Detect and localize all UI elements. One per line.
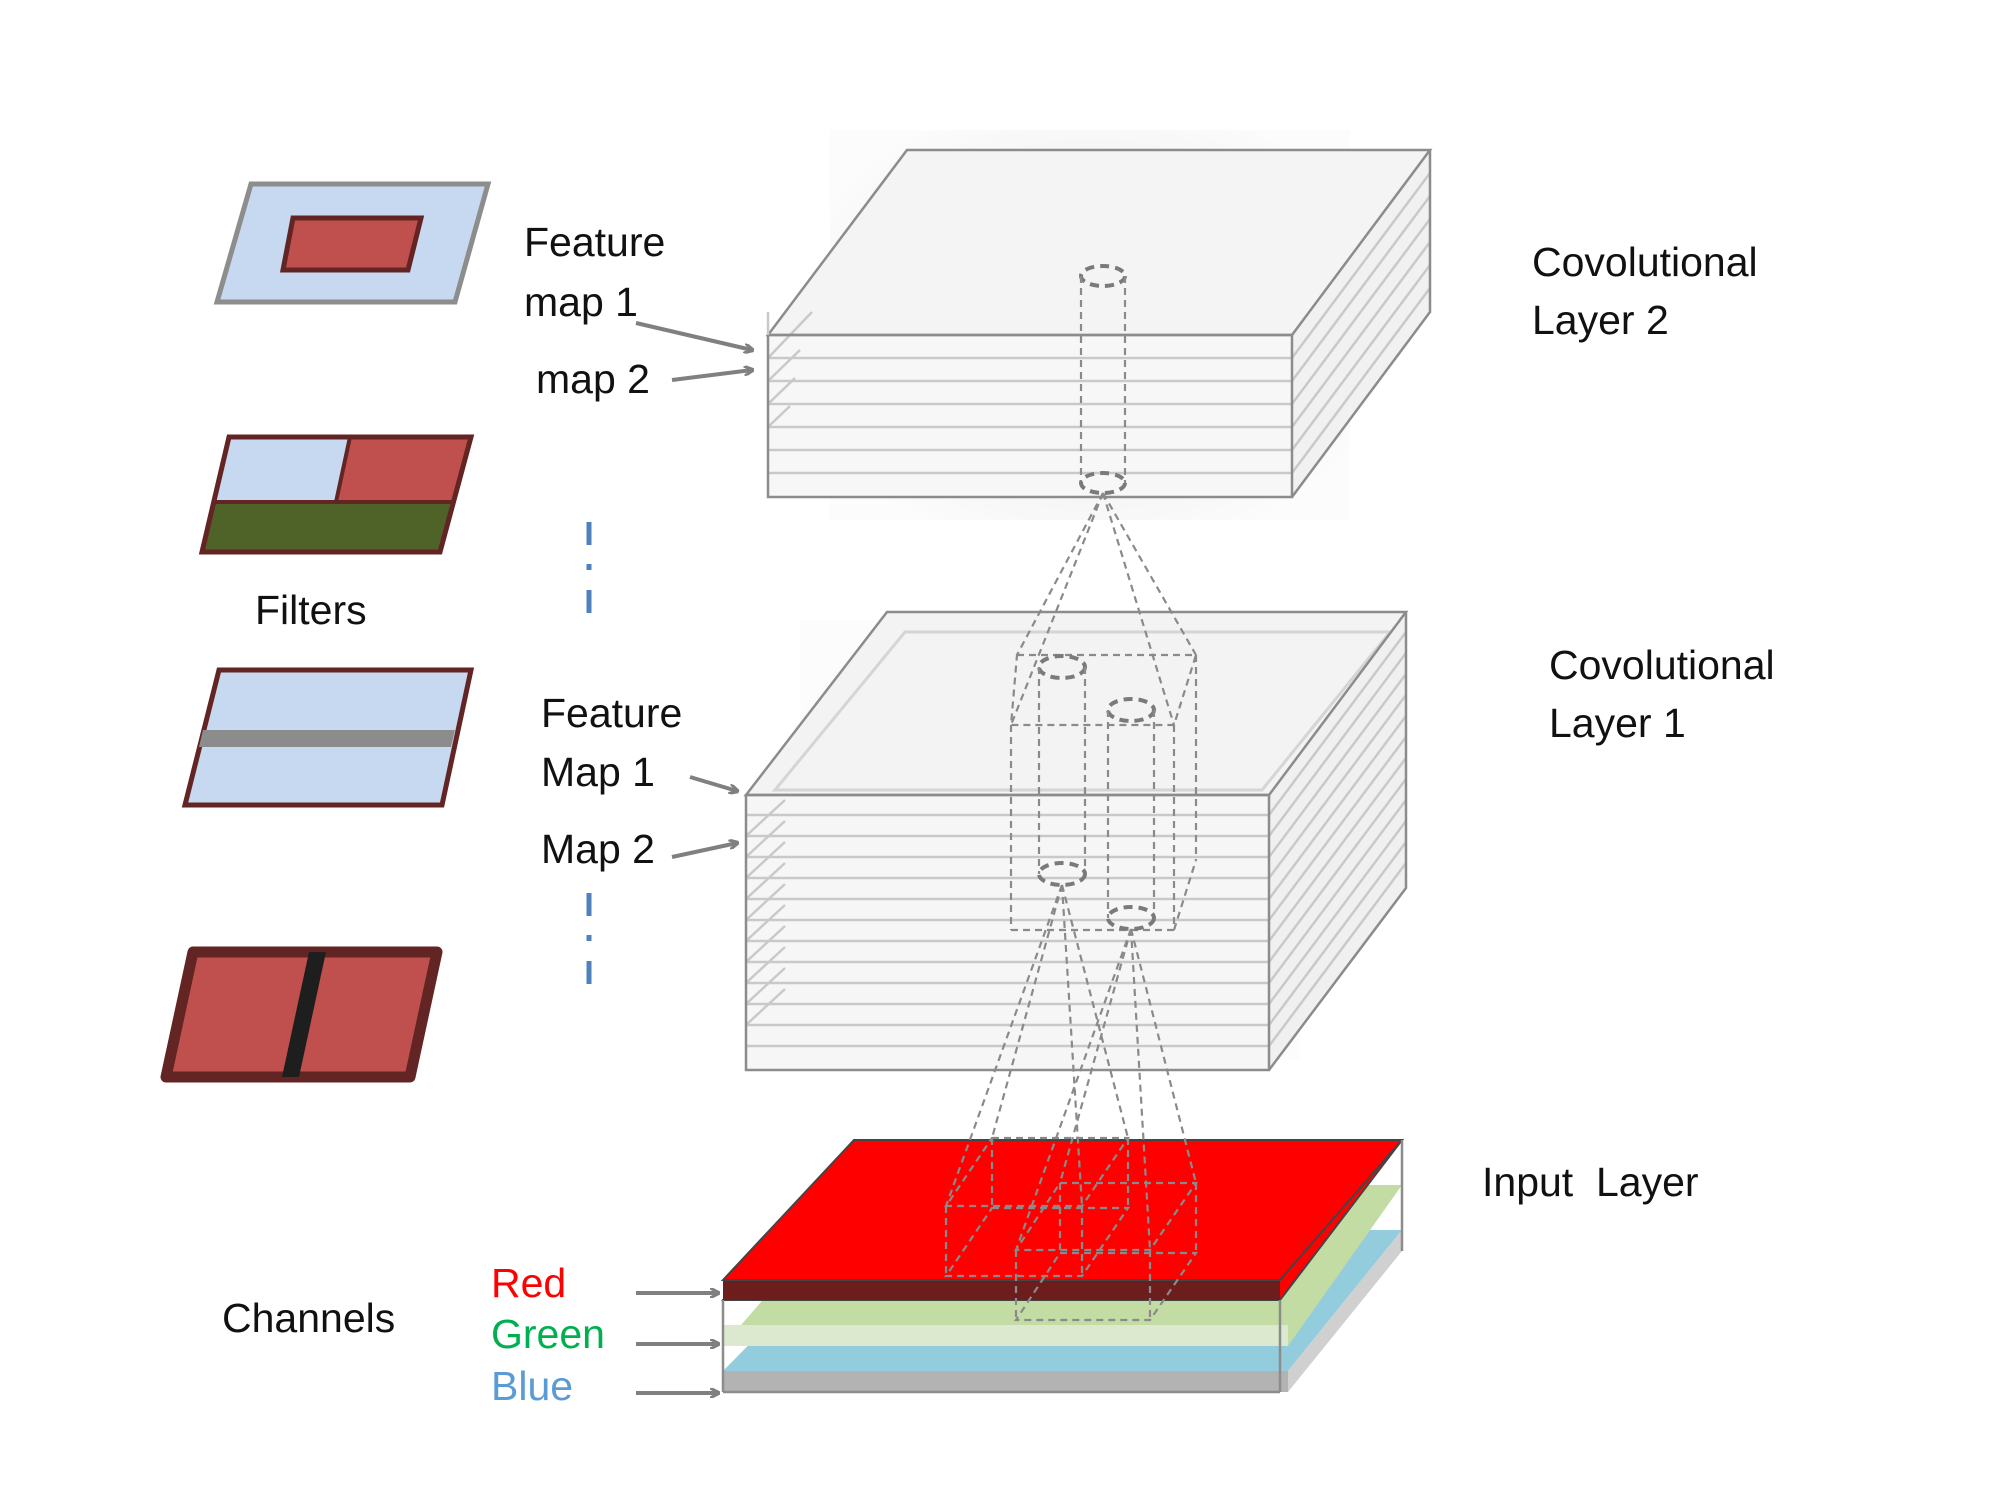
conv-layer-2-line1: Covolutional bbox=[1532, 239, 1758, 285]
filter-2 bbox=[198, 434, 475, 555]
feature-top-line1: Feature bbox=[524, 219, 665, 265]
conv-layer-2-line2: Layer 2 bbox=[1532, 297, 1669, 343]
conv-layer-1-line2: Layer 1 bbox=[1549, 700, 1686, 746]
feature-mid-line1: Feature bbox=[541, 690, 682, 736]
channels-label: Channels bbox=[222, 1295, 395, 1341]
conv-layer-1-box bbox=[743, 610, 1409, 1072]
feature-top-map2: map 2 bbox=[536, 356, 650, 402]
feature-arrows-top bbox=[635, 321, 752, 382]
input-layer-stack bbox=[720, 1139, 1405, 1394]
feature-maps-mid-label: Feature Map 1 Map 2 bbox=[541, 690, 682, 872]
conv-layer-1-line1: Covolutional bbox=[1549, 642, 1775, 688]
feature-mid-map1: Map 1 bbox=[541, 749, 655, 795]
channel-red-label: Red bbox=[491, 1260, 566, 1306]
input-layer-label: Input Layer bbox=[1482, 1159, 1699, 1205]
conv-layer-2-box bbox=[765, 130, 1433, 520]
filter-1 bbox=[213, 181, 492, 305]
receptive-field-input bbox=[943, 884, 1199, 1322]
feature-top-map1: map 1 bbox=[524, 279, 638, 325]
receptive-field-mid bbox=[1009, 654, 1198, 932]
filters-label: Filters bbox=[255, 587, 367, 633]
channel-arrows bbox=[636, 1293, 718, 1393]
channel-blue-label: Blue bbox=[491, 1363, 573, 1409]
feature-arrows-mid bbox=[671, 775, 737, 859]
feature-mid-map2: Map 2 bbox=[541, 826, 655, 872]
filter-3 bbox=[181, 667, 475, 808]
filter-4 bbox=[160, 946, 443, 1083]
feature-maps-top-label: Feature map 1 map 2 bbox=[524, 219, 665, 402]
channel-green-label: Green bbox=[491, 1311, 605, 1357]
